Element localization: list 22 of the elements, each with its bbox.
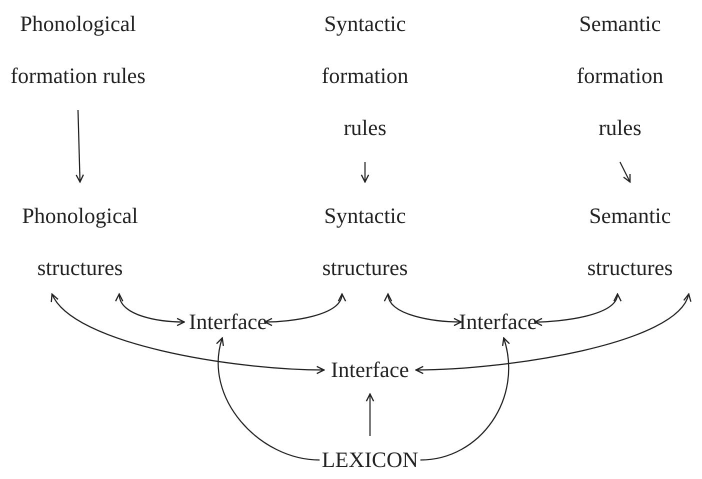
text-label: Semantic formation rules: [564, 0, 676, 154]
arrow: [385, 293, 462, 326]
arrow: [420, 337, 510, 461]
text-label: Interface: [440, 306, 556, 338]
text-label: Semantic structures: [568, 190, 692, 294]
text-label: Phonological structures: [10, 190, 150, 294]
text-label: Syntactic formation rules: [308, 0, 422, 154]
arrow: [116, 293, 185, 326]
arrow: [366, 393, 374, 436]
text-label: Phonological formation rules: [8, 0, 148, 102]
arrow: [415, 293, 690, 374]
arrow: [534, 293, 620, 326]
text-label: Syntactic structures: [308, 190, 422, 294]
arrow: [360, 162, 370, 183]
text-label: Interface: [170, 306, 286, 338]
arrow: [216, 337, 320, 461]
text-label: Interface: [312, 354, 428, 386]
arrow: [51, 293, 325, 374]
arrow: [264, 293, 345, 326]
arrow: [619, 162, 631, 183]
text-label: LEXICON: [310, 444, 430, 476]
arrow: [76, 110, 84, 183]
